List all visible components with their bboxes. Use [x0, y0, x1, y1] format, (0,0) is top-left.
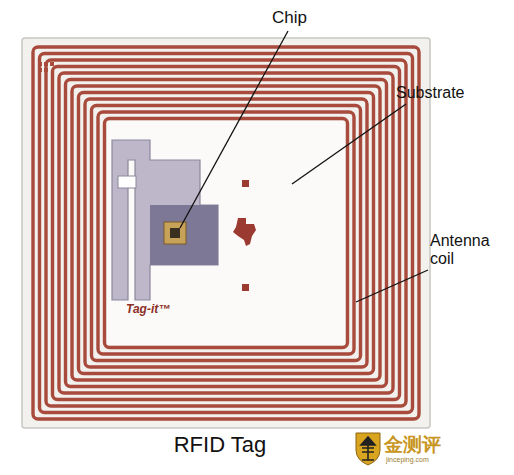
bridge-pad: [150, 205, 218, 265]
bridge-metal: [112, 140, 218, 300]
part-label: Chip: [272, 8, 342, 28]
watermark: 金测评: [384, 434, 494, 456]
part-label: Substrate: [396, 84, 496, 102]
leader-line: [356, 270, 428, 302]
part-label: Antenna coil: [430, 232, 504, 269]
ti-logo: [233, 218, 256, 246]
via-pad: [242, 284, 249, 291]
brand-mark: Tag-it™: [126, 303, 206, 317]
corner-marks: [38, 62, 54, 72]
leader-line: [180, 31, 288, 228]
figure-caption: RFID Tag: [120, 432, 320, 457]
logo-shield: [356, 433, 380, 465]
substrate-sheet: [22, 38, 430, 428]
via-pad: [242, 180, 249, 187]
inner-substrate: [107, 121, 345, 345]
watermark: jinceping.com: [386, 456, 496, 464]
chip-die: [164, 222, 186, 244]
bridge-window: [118, 176, 136, 188]
leader-line: [292, 104, 406, 184]
antenna-coil: [33, 47, 419, 419]
chip-core: [170, 228, 180, 238]
